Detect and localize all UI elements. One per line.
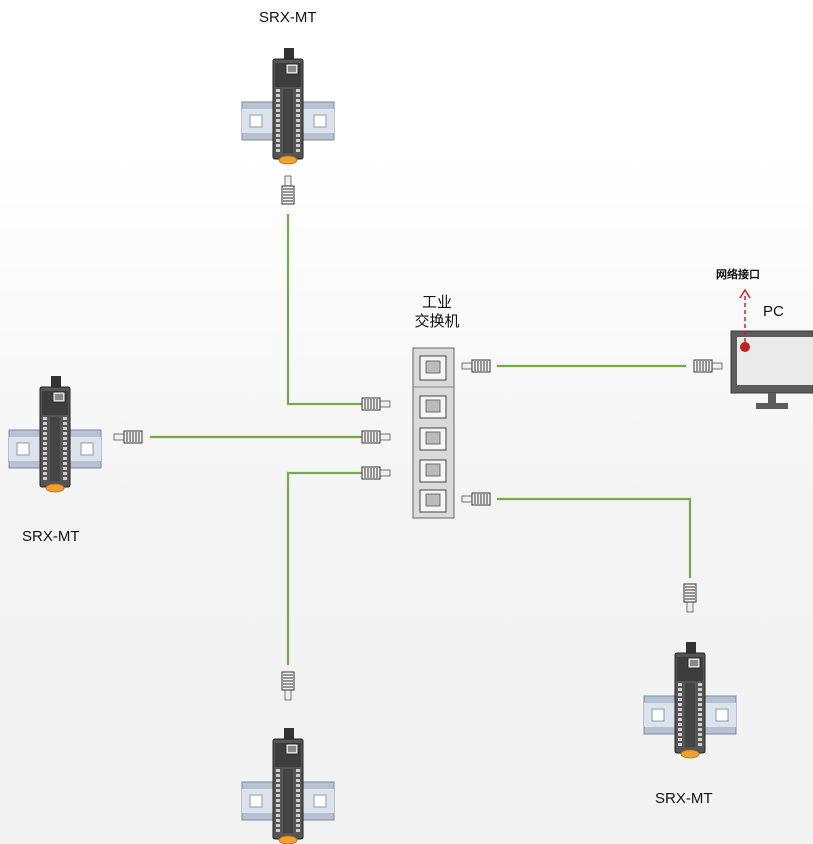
rj45-plug-icon xyxy=(683,583,697,613)
industrial-switch xyxy=(412,347,455,519)
rj45-plug-icon xyxy=(281,671,295,701)
device-label-right: SRX-MT xyxy=(655,790,713,807)
switch-label-line2: 交换机 xyxy=(414,312,460,330)
cable-top-device xyxy=(286,214,366,406)
pc-label: PC xyxy=(763,303,784,320)
switch-label-line1: 工业 xyxy=(421,293,452,311)
rj45-plug-icon xyxy=(281,175,295,205)
rj45-plug-icon xyxy=(461,359,491,373)
srx-mt-device-right xyxy=(643,641,737,759)
srx-mt-device-top xyxy=(241,47,335,165)
srx-mt-device-left xyxy=(8,375,102,493)
rj45-plug-icon xyxy=(361,466,391,480)
rj45-plug-icon xyxy=(113,430,143,444)
device-label-left: SRX-MT xyxy=(22,528,80,545)
switch-label: 工业 交换机 xyxy=(392,293,482,331)
cable-right-device xyxy=(497,497,692,578)
pc-monitor xyxy=(730,330,813,409)
device-label-top: SRX-MT xyxy=(259,9,317,26)
rj45-plug-icon xyxy=(361,397,391,411)
network-port-label: 网络接口 xyxy=(716,268,760,281)
rj45-plug-icon xyxy=(361,430,391,444)
rj45-plug-icon xyxy=(693,359,723,373)
cable-bottom-device xyxy=(286,471,366,665)
srx-mt-device-bottom xyxy=(241,727,335,844)
network-port-arrow xyxy=(739,288,751,342)
rj45-plug-icon xyxy=(461,492,491,506)
